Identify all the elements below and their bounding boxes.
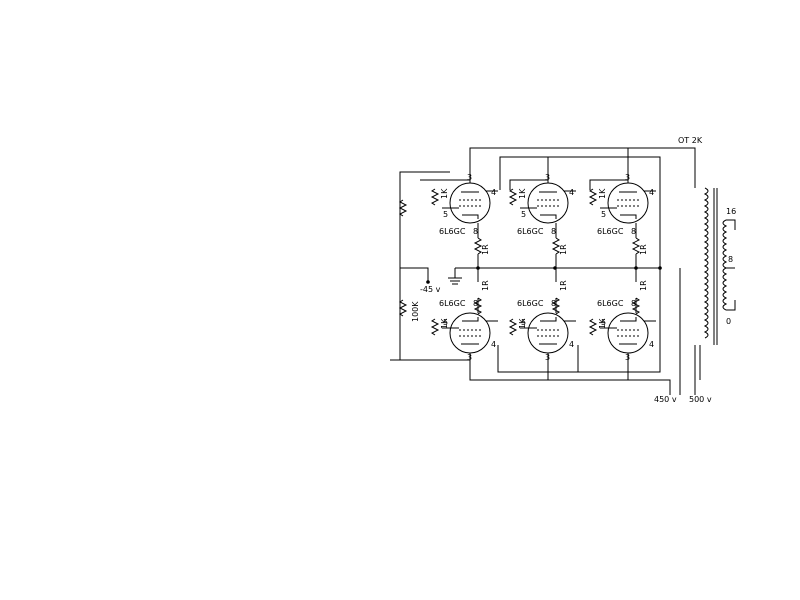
cathode-resistor: [631, 237, 641, 255]
secondary-winding: [722, 219, 728, 311]
supply-500v-label: 500 v: [689, 395, 712, 404]
screen-resistor-label: 1K: [598, 318, 607, 329]
tube-type-label: 6L6GC: [597, 299, 624, 308]
pin-grid-label: 5: [443, 210, 448, 219]
tube-envelope: [607, 312, 649, 354]
bias-voltage-label: -45 v: [420, 285, 441, 294]
tube-3: 3 4 5 8 6L6GC 1K 1R: [588, 173, 656, 268]
screen-resistor-label: 1K: [598, 188, 607, 199]
supply-450v-label: 450 v: [654, 395, 677, 404]
pin-cathode-label: 8: [631, 299, 636, 308]
screen-resistor: [508, 318, 518, 336]
pin-screen-label: 4: [569, 340, 574, 349]
tube-envelope: [449, 312, 491, 354]
pin-plate-label: 3: [545, 173, 550, 182]
grid-resistor-label: 100K: [411, 301, 420, 322]
tube-type-label: 6L6GC: [439, 299, 466, 308]
tube-envelope: [527, 312, 569, 354]
tube-cathode: [462, 317, 479, 322]
tube-cathode: [462, 214, 479, 219]
screen-resistor: [430, 318, 440, 336]
tube-2: 3 4 5 8 6L6GC 1K 1R: [508, 173, 576, 268]
screen-resistor: [588, 318, 598, 336]
tube-cathode: [540, 214, 557, 219]
grid-resistor-bottom: [398, 299, 408, 317]
tube-6: 3 4 5 8 6L6GC 1K 1R: [588, 268, 656, 362]
pin-screen-label: 4: [569, 188, 574, 197]
screen-resistor-label: 1K: [518, 188, 527, 199]
screen-resistor-label: 1K: [518, 318, 527, 329]
tap-0-label: 0: [726, 317, 731, 326]
pin-plate-label: 3: [467, 353, 472, 362]
screen-resistor-label: 1K: [440, 318, 449, 329]
pin-screen-label: 4: [649, 340, 654, 349]
pin-plate-label: 3: [625, 173, 630, 182]
cathode-resistor: [551, 297, 561, 315]
screen-resistor: [588, 188, 598, 206]
cathode-resistor: [473, 297, 483, 315]
pin-cathode-label: 8: [551, 299, 556, 308]
pin-plate-label: 3: [467, 173, 472, 182]
tube-envelope: [449, 182, 491, 224]
pin-screen-label: 4: [649, 188, 654, 197]
tube-4: 3 4 5 8 6L6GC 1K 1R: [430, 268, 498, 362]
tube-envelope: [607, 182, 649, 224]
pin-grid-label: 5: [601, 318, 606, 327]
pin-grid-label: 5: [521, 210, 526, 219]
pin-screen-label: 4: [491, 188, 496, 197]
tube-cathode: [620, 214, 637, 219]
tube-type-label: 6L6GC: [517, 299, 544, 308]
cathode-resistor-label: 1R: [639, 280, 648, 291]
grid-resistor-top: [398, 199, 408, 217]
pin-grid-label: 5: [443, 318, 448, 327]
cathode-resistor-label: 1R: [559, 280, 568, 291]
pin-cathode-label: 8: [473, 227, 478, 236]
tube-type-label: 6L6GC: [517, 227, 544, 236]
primary-winding: [703, 187, 709, 339]
bias-network: 100K -45 v: [398, 171, 450, 360]
tap-8-label: 8: [728, 255, 733, 264]
screen-resistor-label: 1K: [440, 188, 449, 199]
cathode-resistor: [473, 237, 483, 255]
cathode-resistor-label: 1R: [481, 280, 490, 291]
pin-cathode-label: 8: [631, 227, 636, 236]
bottom-wiring: [390, 268, 701, 395]
tube-cathode: [620, 317, 637, 322]
tube-cathode: [540, 317, 557, 322]
cathode-resistor: [551, 237, 561, 255]
tube-type-label: 6L6GC: [597, 227, 624, 236]
pin-cathode-label: 8: [473, 299, 478, 308]
screen-resistor: [508, 188, 518, 206]
cathode-resistor-label: 1R: [481, 244, 490, 255]
pin-screen-label: 4: [491, 340, 496, 349]
tap-16-label: 16: [726, 207, 736, 216]
tube-5: 3 4 5 8 6L6GC 1K 1R: [508, 268, 576, 362]
pin-grid-label: 5: [521, 318, 526, 327]
tube-array: 34586L6GC1K1R34586L6GC1K1R34586L6GC1K1R3…: [430, 173, 656, 362]
cathode-resistor-label: 1R: [639, 244, 648, 255]
tube-type-label: 6L6GC: [439, 227, 466, 236]
tube-1: 3 4 5 8 6L6GC 1K 1R: [430, 173, 498, 268]
output-transformer: OT 2K 16 8 0: [678, 136, 736, 345]
pin-grid-label: 5: [601, 210, 606, 219]
cathode-resistor-label: 1R: [559, 244, 568, 255]
top-wiring: [420, 147, 696, 268]
pin-cathode-label: 8: [551, 227, 556, 236]
screen-resistor: [430, 188, 440, 206]
pin-plate-label: 3: [545, 353, 550, 362]
tube-envelope: [527, 182, 569, 224]
transformer-label: OT 2K: [678, 136, 703, 145]
cathode-resistor: [631, 297, 641, 315]
pin-plate-label: 3: [625, 353, 630, 362]
